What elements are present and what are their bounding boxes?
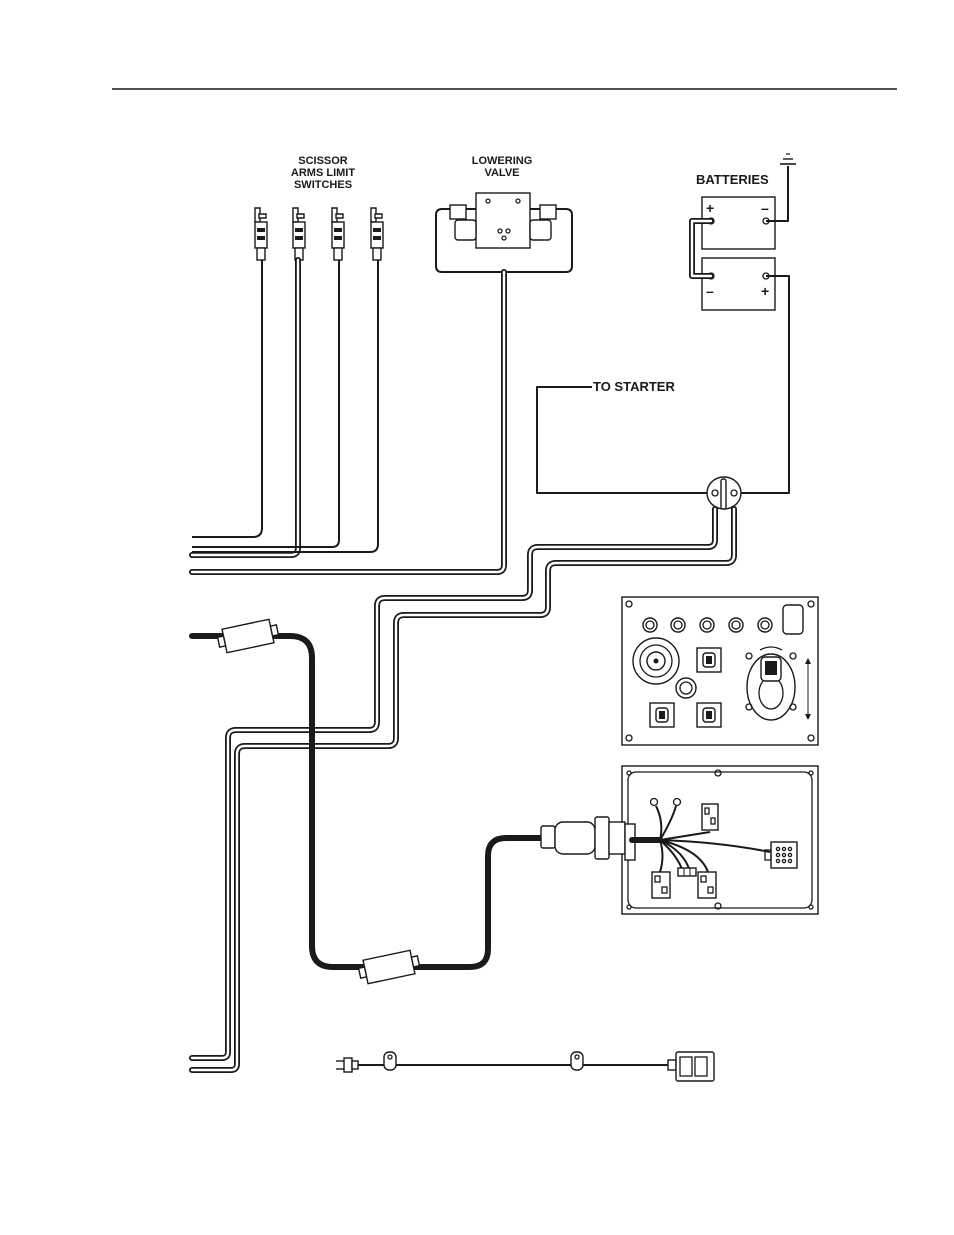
toggle-switch-3 [697,703,721,727]
cable-connector-bottom [357,949,421,985]
toggle-switch-2 [650,703,674,727]
diode-block [678,868,696,876]
starter-solenoid [707,477,741,509]
limit-switch-1 [255,208,267,260]
svg-text:SCISSOR: SCISSOR [298,155,348,167]
cord-clip-1 [384,1052,396,1070]
svg-text:SWITCHES: SWITCHES [294,179,352,191]
main-cable [192,636,545,967]
emergency-stop-button [633,638,679,684]
limit-switch-4 [371,208,383,260]
cord-clip-2 [571,1052,583,1070]
bulkhead-connector [541,817,635,860]
receptacle-box [668,1052,714,1081]
limit-switch-wires [192,260,378,555]
svg-text:+: + [761,283,769,299]
svg-text:VALVE: VALVE [484,167,519,179]
key-switch [676,678,696,698]
to-starter-label: TO STARTER [593,379,675,394]
scissor-switches-label: SCISSOR ARMS LIMIT SWITCHES [291,155,355,191]
lowering-valve-wire [192,272,504,572]
svg-text:–: – [761,200,769,216]
toggle-switch-1 [697,648,721,672]
control-panel [622,597,818,745]
panel-window [783,605,803,634]
relay-top [702,804,718,830]
lowering-valve-label: LOWERING VALVE [472,155,533,179]
svg-text:ARMS LIMIT: ARMS LIMIT [291,167,355,179]
relay-bottom-left [652,872,670,898]
svg-text:–: – [706,283,714,299]
battery-bottom: – + [702,258,775,310]
limit-switch-2 [293,208,305,260]
ground-icon [780,154,796,164]
plug-icon [336,1058,358,1072]
batteries-label: BATTERIES [696,172,769,187]
svg-text:+: + [706,200,714,216]
cable-connector-top [216,618,280,654]
starter-wire [537,387,713,493]
lowering-valve [436,193,572,272]
limit-switch-3 [332,208,344,260]
svg-text:LOWERING: LOWERING [472,155,533,167]
relay-bottom-right [698,872,716,898]
